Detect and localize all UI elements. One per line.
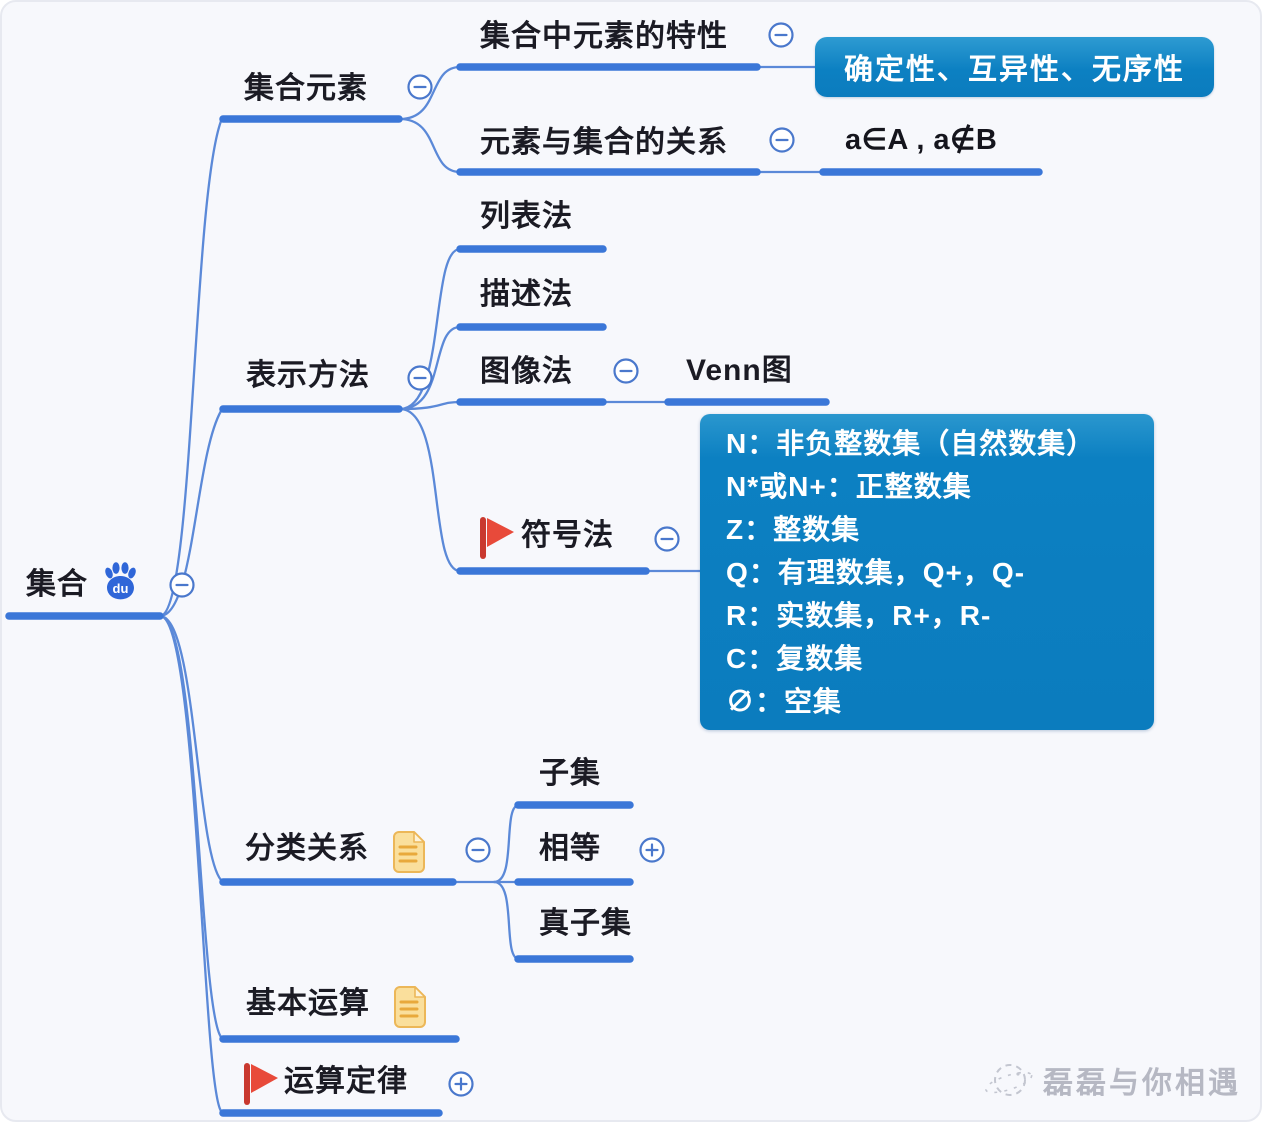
representation-collapse-toggle[interactable] [407, 365, 433, 391]
topic-root[interactable]: 集合 [26, 568, 88, 601]
topic-list-method[interactable]: 列表法 [480, 200, 573, 233]
topic-venn-diagram[interactable]: Venn图 [686, 354, 793, 387]
element-relation-collapse-toggle[interactable] [769, 127, 795, 153]
number-set-line: R：实数集，R+，R- [726, 600, 992, 631]
root-collapse-toggle[interactable] [169, 572, 195, 598]
set-elements-collapse-toggle[interactable] [407, 74, 433, 100]
topic-basic-operations[interactable]: 基本运算 [246, 987, 370, 1020]
topic-graph-method[interactable]: 图像法 [480, 355, 573, 388]
classification-collapse-toggle[interactable] [465, 837, 491, 863]
note-icon[interactable] [392, 830, 426, 874]
watermark-text: 磊磊与你相遇 [1043, 1067, 1241, 1100]
topic-element-relation[interactable]: 元素与集合的关系 [480, 126, 728, 159]
operation-laws-expand-toggle[interactable] [448, 1071, 474, 1097]
topic-element-properties[interactable]: 集合中元素的特性 [480, 20, 728, 53]
number-set-line: N*或N+：正整数集 [726, 471, 972, 502]
number-set-line: Z：整数集 [726, 514, 861, 545]
note-icon[interactable] [393, 985, 427, 1029]
number-set-line: C：复数集 [726, 643, 864, 674]
watermark-logo-icon [984, 1064, 1033, 1096]
number-set-line: N：非负整数集（自然数集） [726, 428, 1096, 459]
number-set-line: Q：有理数集，Q+，Q- [726, 557, 1026, 588]
topic-proper-subset[interactable]: 真子集 [539, 907, 632, 940]
topic-description-method[interactable]: 描述法 [480, 278, 573, 311]
flag-icon [483, 518, 514, 556]
equal-expand-toggle[interactable] [639, 837, 665, 863]
svg-text:du: du [113, 581, 129, 596]
callout-element-properties[interactable]: 确定性、互异性、无序性 [815, 37, 1214, 97]
topic-classification-relations[interactable]: 分类关系 [245, 832, 369, 865]
baidu-paw-icon: du [105, 562, 136, 600]
element-properties-collapse-toggle[interactable] [768, 22, 794, 48]
relation-annotation[interactable]: a∈A , a∉B [845, 124, 998, 156]
topic-subset[interactable]: 子集 [539, 757, 601, 790]
symbol-method-collapse-toggle[interactable] [654, 526, 680, 552]
graph-method-collapse-toggle[interactable] [613, 358, 639, 384]
topic-symbol-method[interactable]: 符号法 [521, 519, 614, 552]
topic-underlines [5, 63, 1043, 1117]
topic-set-elements[interactable]: 集合元素 [244, 72, 368, 105]
topic-operation-laws[interactable]: 运算定律 [284, 1065, 408, 1098]
flag-icon [247, 1064, 278, 1102]
topic-equal[interactable]: 相等 [539, 832, 601, 865]
number-set-line: ∅：空集 [726, 686, 843, 717]
topic-representation-methods[interactable]: 表示方法 [246, 359, 370, 392]
thin-connectors [158, 65, 824, 1113]
callout-number-sets[interactable]: N：非负整数集（自然数集） N*或N+：正整数集 Z：整数集 Q：有理数集，Q+… [700, 414, 1154, 730]
